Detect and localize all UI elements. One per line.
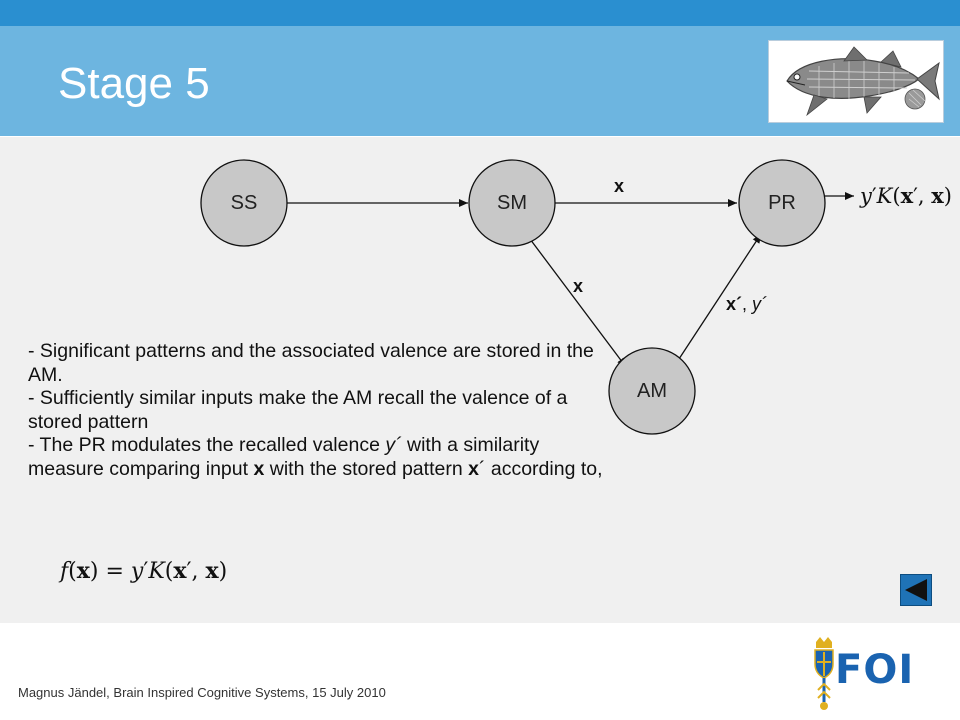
main-formula-open1: ( bbox=[68, 559, 77, 584]
edge-label-sm-am: x bbox=[573, 276, 584, 296]
node-am bbox=[608, 347, 696, 435]
output-formula-prime: ′ bbox=[871, 184, 877, 208]
bullet-3-x: x bbox=[253, 457, 265, 480]
back-button[interactable] bbox=[900, 574, 932, 606]
node-sm-label: SM bbox=[497, 192, 527, 214]
bullet-3-part-d: ´ according to, bbox=[478, 457, 603, 480]
node-pr-label: PR bbox=[768, 192, 796, 214]
output-formula-x1: x bbox=[900, 183, 914, 208]
bullet-3: - The PR modulates the recalled valence … bbox=[28, 434, 603, 481]
main-formula-close2: ) bbox=[218, 559, 228, 584]
main-formula-close1: ) bbox=[89, 559, 99, 584]
top-strip bbox=[0, 0, 960, 26]
foi-logo-emblem bbox=[814, 637, 834, 710]
main-formula-x2: x bbox=[205, 558, 219, 584]
node-ss-label: SS bbox=[230, 192, 258, 214]
bullet-3-part-b: with a similarity measure comparing inpu… bbox=[28, 434, 540, 480]
main-formula-x: x bbox=[76, 558, 90, 584]
bullet-text: - Significant patterns and the associate… bbox=[28, 340, 603, 482]
diagram-canvas bbox=[200, 159, 854, 435]
node-am-label: AM bbox=[637, 380, 667, 402]
main-formula-y: y bbox=[130, 559, 144, 584]
output-formula: y′K(x′, x) bbox=[860, 183, 952, 208]
triangle-left-icon bbox=[905, 579, 927, 601]
bullet-1: - Significant patterns and the associate… bbox=[28, 340, 594, 386]
node-sm bbox=[468, 159, 556, 247]
main-formula-prime2: ′ bbox=[186, 559, 192, 584]
edge-label-am-pr-y: y´ bbox=[752, 294, 768, 314]
slide-title: Stage 5 bbox=[58, 59, 210, 108]
edge-label-am-pr-separator: , bbox=[742, 294, 753, 314]
edge-am-pr bbox=[676, 233, 762, 363]
bullet-3-part-c: with the stored pattern bbox=[264, 457, 469, 480]
bullet-2: - Sufficiently similar inputs make the A… bbox=[28, 387, 568, 433]
edge-label-sm-pr: x bbox=[614, 176, 625, 196]
main-formula-open2: ( bbox=[164, 559, 174, 584]
main-formula-eq: = bbox=[98, 559, 131, 584]
coelacanth-illustration bbox=[768, 40, 944, 123]
output-formula-x2: x bbox=[931, 183, 944, 208]
fish-icon bbox=[786, 46, 940, 117]
bullet-3-part-a: - The PR modulates the recalled valence bbox=[28, 434, 386, 457]
main-formula-x1: x bbox=[173, 558, 187, 584]
output-formula-y: y bbox=[860, 184, 872, 208]
output-formula-open: ( bbox=[892, 184, 901, 208]
output-formula-prime2: ′ bbox=[913, 184, 918, 208]
bullet-3-y: y´ bbox=[385, 434, 402, 457]
main-formula-f: f bbox=[60, 559, 69, 584]
output-formula-k: K bbox=[876, 184, 893, 208]
output-formula-close: ) bbox=[943, 184, 952, 208]
main-formula-comma: , bbox=[191, 559, 206, 584]
edge-sm-am bbox=[526, 234, 627, 368]
main-formula: f(x) = y′K(x′, x) bbox=[60, 558, 227, 584]
edge-label-am-pr-x: x´ bbox=[726, 294, 743, 314]
bullet-3-xp: x bbox=[468, 457, 479, 480]
node-ss bbox=[200, 159, 288, 247]
edge-label-am-pr: x´, y´ bbox=[726, 294, 767, 315]
foi-logo-text: FOI bbox=[835, 647, 915, 693]
node-pr bbox=[738, 159, 826, 247]
main-formula-prime: ′ bbox=[143, 559, 149, 584]
footer-text: Magnus Jändel, Brain Inspired Cognitive … bbox=[18, 685, 386, 700]
main-formula-k: K bbox=[148, 559, 165, 584]
output-formula-comma: , bbox=[917, 184, 932, 208]
